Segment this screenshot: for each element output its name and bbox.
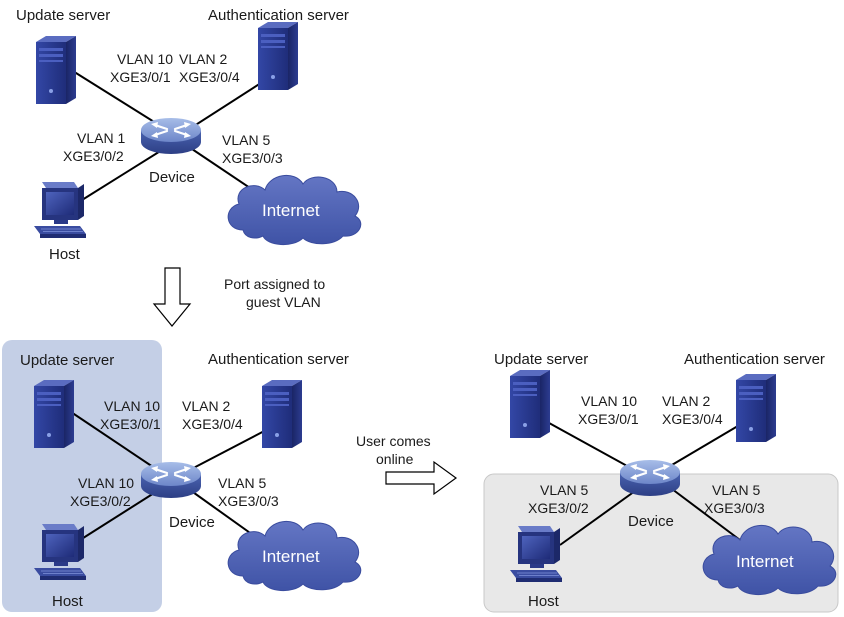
right-p2-port: XGE3/0/2 <box>528 500 589 516</box>
right-auth-server-label: Authentication server <box>684 351 825 368</box>
right-device-label: Device <box>628 513 674 530</box>
top-p1-port: XGE3/0/1 <box>110 69 171 85</box>
transition1-line1: Port assigned to <box>224 276 325 292</box>
top-host-label: Host <box>49 246 81 263</box>
left-update-server-icon <box>34 380 74 448</box>
left-topology: Update server Authentication server VLAN… <box>2 340 362 612</box>
left-p2-vlan: VLAN 10 <box>78 475 134 491</box>
right-p4-port: XGE3/0/4 <box>662 411 723 427</box>
transition-guest-vlan: Port assigned to guest VLAN <box>152 267 325 327</box>
top-p1-vlan: VLAN 10 <box>117 51 173 67</box>
top-update-server-label: Update server <box>16 7 110 24</box>
transition1-line2: guest VLAN <box>246 294 321 310</box>
top-p4-port: XGE3/0/4 <box>179 69 240 85</box>
right-arrow-icon <box>385 460 458 496</box>
left-p1-port: XGE3/0/1 <box>100 416 161 432</box>
transition2-line2: online <box>376 451 414 467</box>
left-auth-server-label: Authentication server <box>208 351 349 368</box>
top-p2-port: XGE3/0/2 <box>63 148 124 164</box>
right-p4-vlan: VLAN 2 <box>662 393 710 409</box>
top-internet-label: Internet <box>262 201 320 220</box>
top-update-server-icon <box>36 36 76 104</box>
top-topology: Update server Authentication server VLAN… <box>16 7 362 263</box>
left-links <box>67 409 271 541</box>
right-topology: Update server Authentication server VLAN… <box>483 351 839 613</box>
top-device-icon <box>139 116 203 156</box>
right-host-label: Host <box>528 593 560 610</box>
left-internet-label: Internet <box>262 547 320 566</box>
right-p1-vlan: VLAN 10 <box>581 393 637 409</box>
right-device-icon <box>618 458 682 498</box>
right-link-auth <box>659 419 749 473</box>
right-auth-server-icon <box>736 374 776 442</box>
left-update-server-label: Update server <box>20 352 114 369</box>
right-p3-port: XGE3/0/3 <box>704 500 765 516</box>
left-auth-server-icon <box>262 380 302 448</box>
left-p3-port: XGE3/0/3 <box>218 493 279 509</box>
right-p2-vlan: VLAN 5 <box>540 482 588 498</box>
top-p4-vlan: VLAN 2 <box>179 51 227 67</box>
left-p4-vlan: VLAN 2 <box>182 398 230 414</box>
right-p3-vlan: VLAN 5 <box>712 482 760 498</box>
top-host-icon <box>33 181 87 239</box>
top-auth-server-icon <box>258 22 298 90</box>
right-internet-label: Internet <box>736 552 794 571</box>
left-device-label: Device <box>169 514 215 531</box>
right-link-update <box>539 417 639 473</box>
top-p3-vlan: VLAN 5 <box>222 132 270 148</box>
right-p1-port: XGE3/0/1 <box>578 411 639 427</box>
top-device-label: Device <box>149 169 195 186</box>
right-links <box>539 417 749 546</box>
left-host-label: Host <box>52 593 84 610</box>
top-link-host <box>81 144 171 201</box>
left-p2-port: XGE3/0/2 <box>70 493 131 509</box>
left-link-internet <box>189 489 261 541</box>
top-auth-server-label: Authentication server <box>208 7 349 24</box>
down-arrow-icon <box>152 267 192 327</box>
right-update-server-icon <box>510 370 550 438</box>
left-link-host <box>79 487 163 541</box>
right-link-internet <box>667 485 741 541</box>
transition-user-online: User comes online <box>356 433 458 496</box>
top-p3-port: XGE3/0/3 <box>222 150 283 166</box>
right-link-host <box>559 485 643 546</box>
transition2-line1: User comes <box>356 433 431 449</box>
left-p1-vlan: VLAN 10 <box>104 398 160 414</box>
left-p4-port: XGE3/0/4 <box>182 416 243 432</box>
left-p3-vlan: VLAN 5 <box>218 475 266 491</box>
left-device-icon <box>139 460 203 500</box>
right-update-server-label: Update server <box>494 351 588 368</box>
left-link-update <box>67 409 166 476</box>
top-p2-vlan: VLAN 1 <box>77 130 125 146</box>
